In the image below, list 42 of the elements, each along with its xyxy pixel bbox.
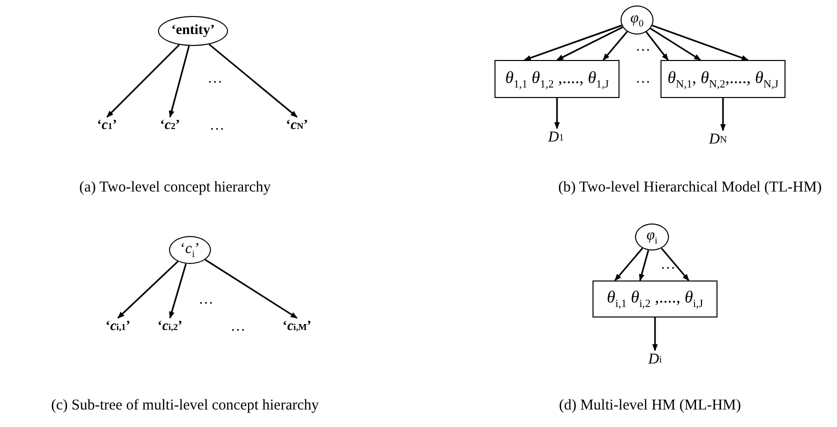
ellipsis-label: … [636,38,650,56]
ellipsis-label: … [210,118,224,134]
figure-caption: (b) Two-level Hierarchical Model (TL-HM) [558,180,822,196]
node-label: ‘entity’ [171,23,215,39]
figure-caption: (d) Multi-level HM (ML-HM) [558,398,742,414]
parameter-box [660,60,786,98]
node-label: θ$_{1,1}$ θ$_{1,2}$ ,...., θ$_{1,J}$ [505,68,609,90]
arrow [660,248,690,282]
arrow [524,24,622,61]
arrow [117,260,178,319]
arrow [556,26,624,61]
ellipsis-label: … [636,70,650,88]
parameter-box [494,60,620,98]
figure-caption: (a) Two-level concept hierarchy [79,180,271,196]
node-label: ‘c$_{i}$’ [180,240,200,260]
arrow [106,44,180,118]
arrow [646,32,669,61]
arrow [720,98,726,132]
arrow [638,250,650,282]
ellipsis-label: … [198,292,214,308]
concept-circle [169,236,211,264]
arrow [650,28,702,61]
node-label: φ$_{i}$ [646,228,658,246]
node-label: θ$_{N,1}$, θ$_{N,2}$,...., θ$_{N,J}$ [668,68,778,90]
arrow [602,31,628,61]
arrow [652,318,658,352]
arrow [652,24,749,61]
node-label: φ$_{0}$ [630,10,644,30]
arrow [208,44,298,118]
arrow [169,264,187,319]
arrow [204,258,298,319]
parameter-circle [620,6,654,34]
node-label: θ$_{i,1}$ θ$_{i,2}$ ,...., θ$_{i,J}$ [606,288,704,310]
arrow [168,46,190,118]
ellipsis-label: … [660,256,676,274]
arrow [554,98,560,130]
ellipsis-label: … [208,70,222,88]
parameter-circle [635,224,669,250]
ellipsis-label: … [230,318,246,336]
parameter-box [592,280,718,318]
arrow [614,248,644,282]
figure-caption: (c) Sub-tree of multi-level concept hierarchy [51,398,319,414]
